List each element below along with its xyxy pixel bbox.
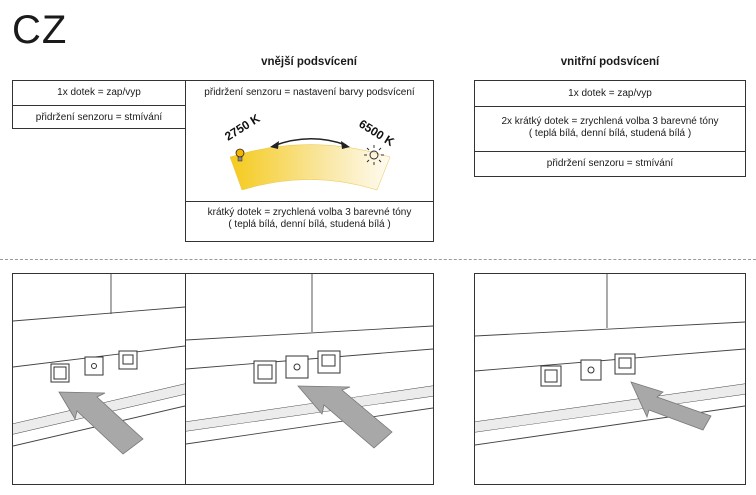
short-touch-line2: ( teplá bílá, denní bílá, studená bílá ) [228,219,391,230]
color-gradient-band [229,144,391,191]
internal-row-on-off: 1x dotek = zap/vyp [568,87,652,99]
sensor-sun-button [285,355,309,379]
sun-icon [364,145,384,165]
pointer-arrow-icon [58,391,144,455]
external-row-dimming: přidržení senzoru = stmívání [13,105,185,129]
cool-temperature-label: 6500 K [356,117,397,150]
illustration-panel-3 [474,273,746,485]
internal-double-touch-line1: 2x krátký dotek = zrychlená volba 3 bare… [501,116,719,127]
sensor-light-button [317,350,341,374]
sensor-power-button [50,363,70,383]
illustration-panel-2 [185,273,434,485]
sensor-light-button [614,353,636,375]
illustration-panel-1 [12,273,186,485]
pointer-arrow-icon [630,381,712,431]
color-temperature-scale: 2750 K 6500 K [222,111,397,191]
short-touch-line1: krátký dotek = zrychlená volba 3 barevné… [207,207,412,218]
internal-row-double-touch: 2x krátký dotek = zrychlená volba 3 bare… [475,106,745,151]
short-touch-cell: krátký dotek = zrychlená volba 3 barevné… [186,201,433,242]
sensor-sun-button [580,359,602,381]
language-code: CZ [12,8,68,52]
internal-double-touch-line2: ( teplá bílá, denní bílá, studená bílá ) [528,128,692,139]
external-left-table: 1x dotek = zap/vyp přidržení senzoru = s… [12,80,186,129]
bulb-icon [235,148,245,162]
color-setting-box: přidržení senzoru = nastavení barvy pods… [185,80,434,242]
internal-row-dimming: přidržení senzoru = stmívání [475,151,745,176]
section-divider [0,259,756,260]
internal-heading: vnitřní podsvícení [560,56,660,68]
pointer-arrow-icon [297,385,393,449]
external-row-on-off: 1x dotek = zap/vyp [57,87,141,98]
external-heading: vnější podsvícení [261,56,357,68]
sensor-light-button [118,350,138,370]
warm-temperature-label: 2750 K [222,111,263,144]
double-arrow-icon [272,137,347,147]
internal-table: 1x dotek = zap/vyp 2x krátký dotek = zry… [474,80,746,177]
sensor-power-button [540,365,562,387]
color-hold-title: přidržení senzoru = nastavení barvy pods… [204,87,415,98]
sensor-sun-button [84,356,104,376]
sensor-power-button [253,360,277,384]
